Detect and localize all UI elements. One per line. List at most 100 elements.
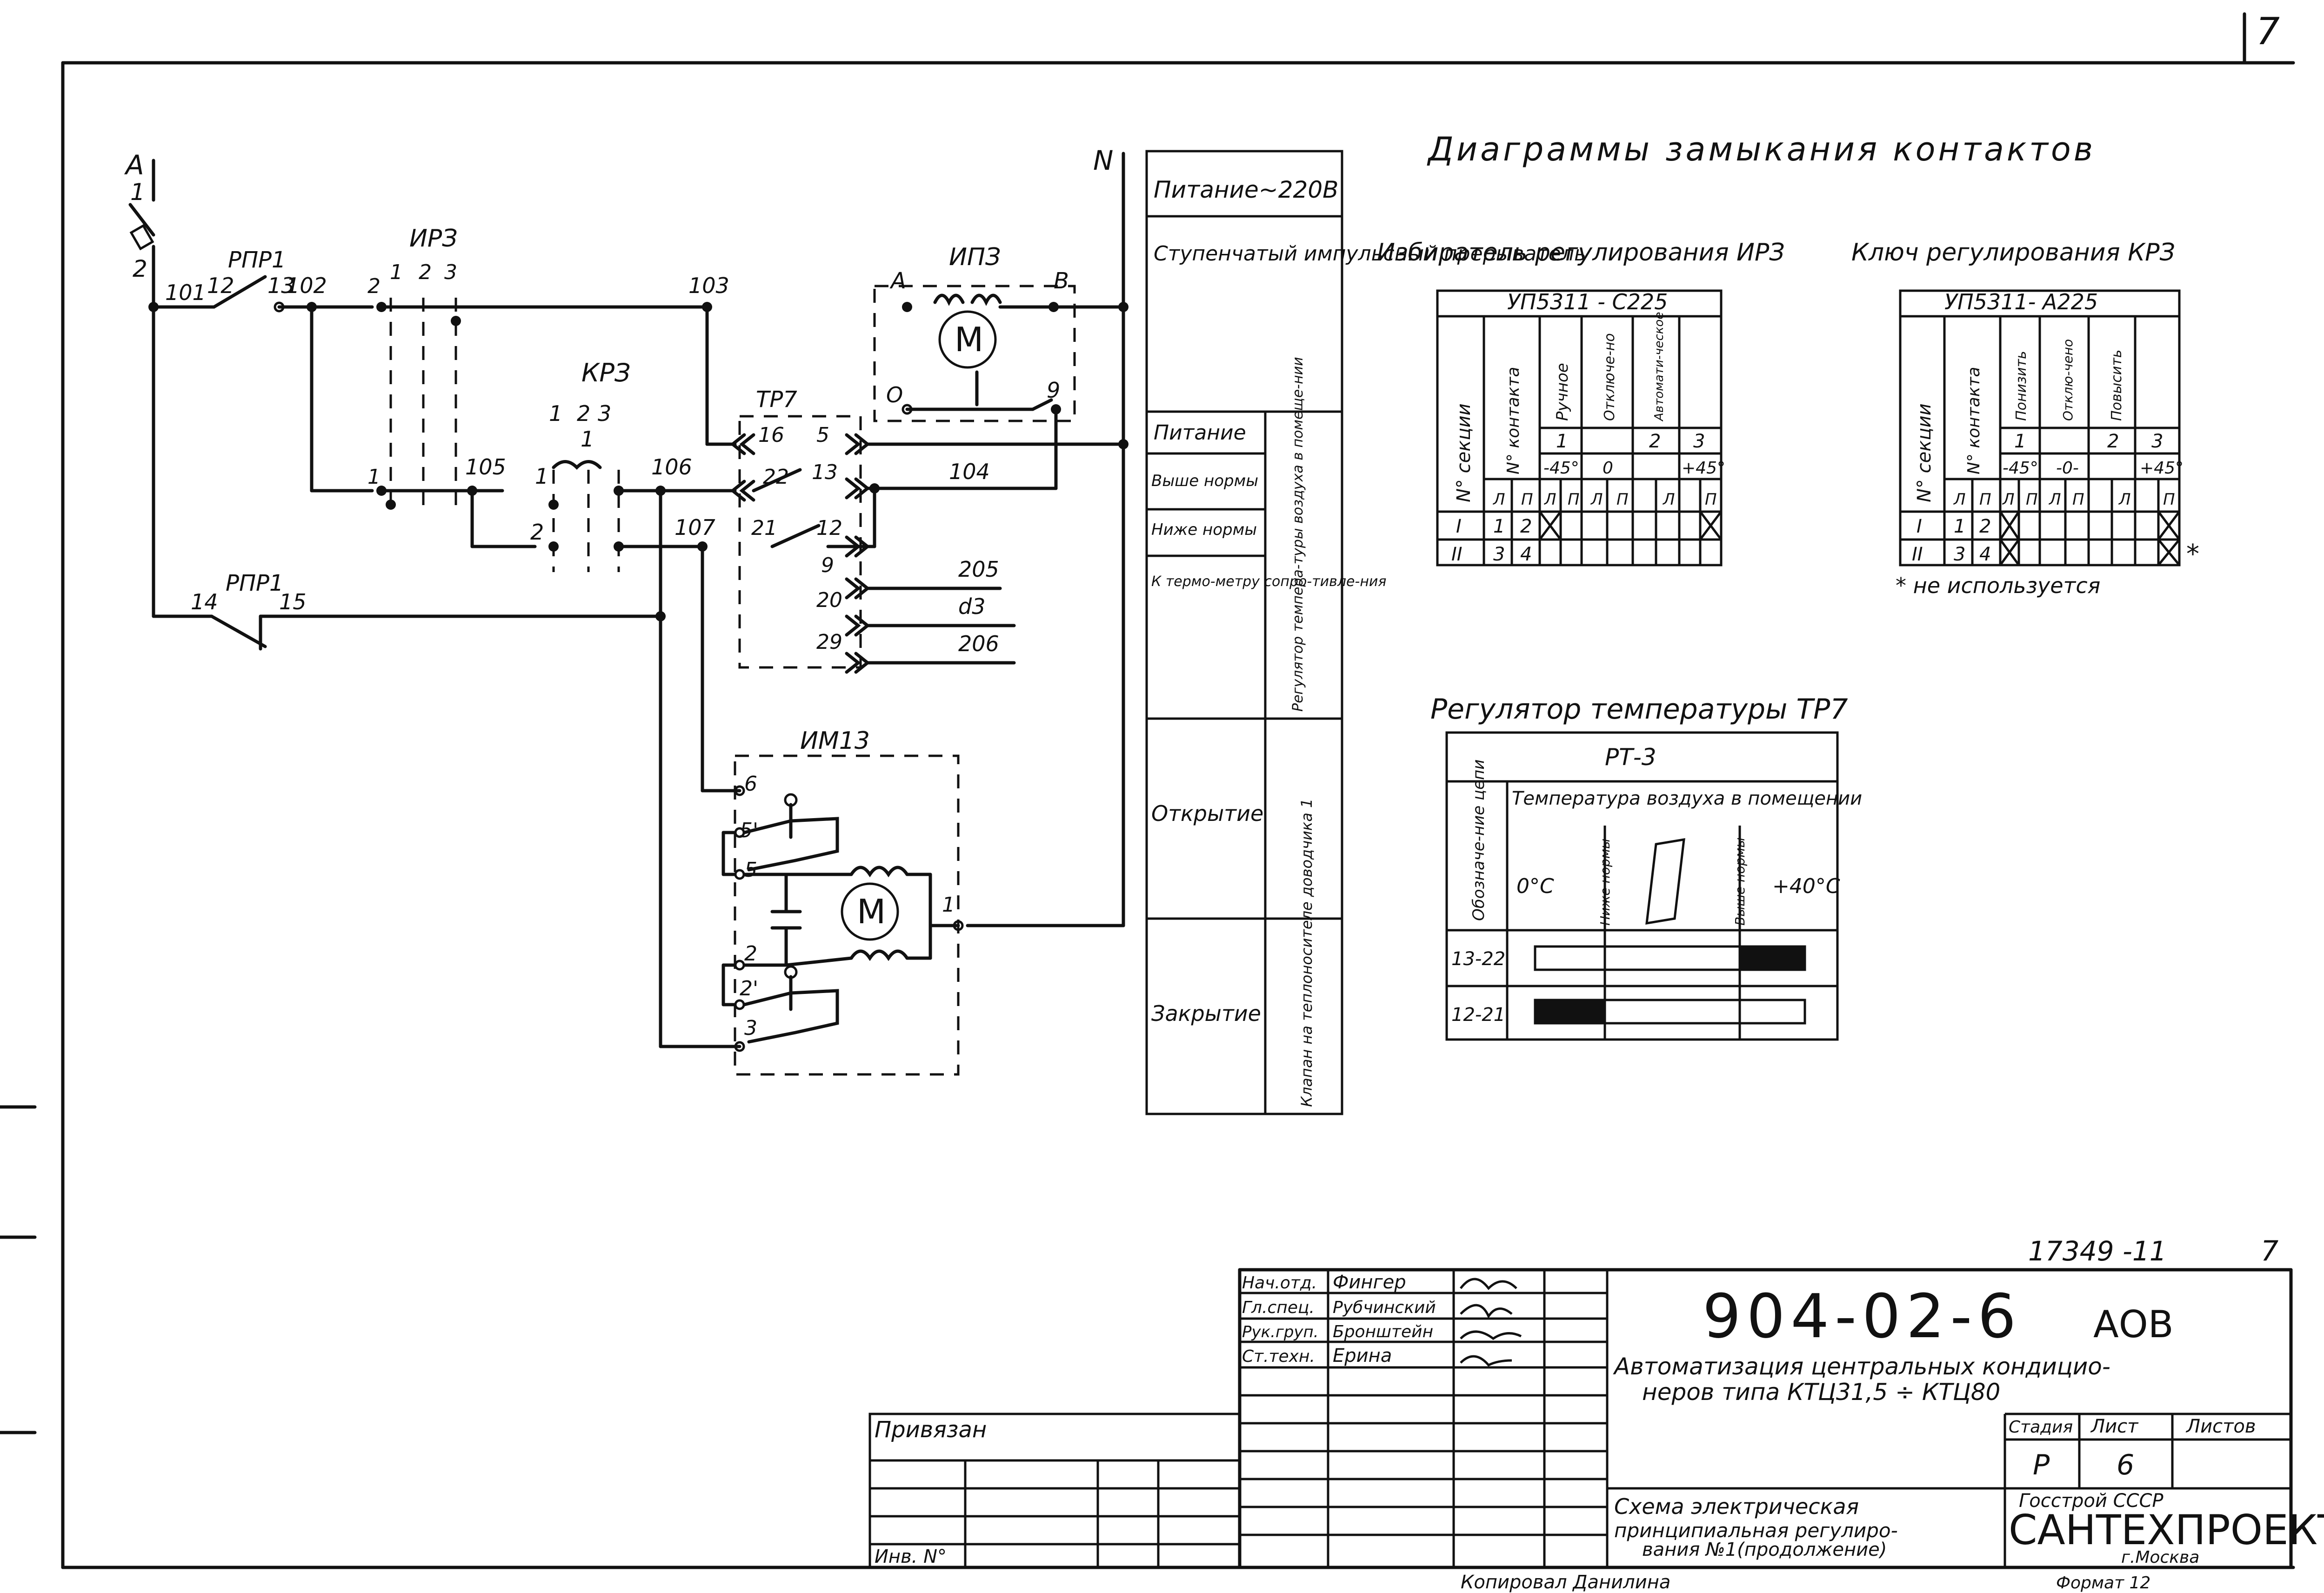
im13-label: ИМ13 [800, 727, 870, 755]
staff-role: Нач.отд. [1242, 1273, 1317, 1293]
irz-lp: Л [1662, 490, 1675, 509]
irz-table: УП5311 - С225 N° секции N° контакта Ручн… [1436, 289, 1725, 567]
rt3-type: РТ-3 [1605, 744, 1656, 771]
krz-table-title: Ключ регулирования КРЗ [1851, 239, 2175, 267]
func-open: Открытие [1151, 801, 1263, 826]
wire-206: 206 [958, 631, 999, 656]
irz-lp: П [1616, 490, 1629, 509]
func-power: Питание [1154, 421, 1246, 445]
wire-d3: d3 [958, 594, 985, 619]
stage-label: Стадия [2009, 1418, 2073, 1437]
phase-number: 1 [130, 179, 145, 206]
irz-col-section: N° секции [1453, 403, 1475, 502]
krz-lp: Л [2048, 490, 2061, 509]
rt3-col-circuit: Обозначе-ние цепи [1469, 760, 1488, 921]
im13-pin: 2 [744, 942, 757, 966]
krz-pos: 1 [2014, 431, 2026, 452]
irz-mode: Ручное [1553, 363, 1572, 421]
irz-pos: 1 [1556, 431, 1568, 452]
irz-lp: П [1568, 490, 1580, 509]
irz-lp: П [1705, 490, 1717, 509]
im13-pin: 3 [744, 1016, 757, 1040]
krz-lp: П [2072, 490, 2084, 509]
sheets-label: Листов [2185, 1416, 2256, 1437]
format-label: Формат 12 [2056, 1573, 2150, 1593]
irz-lp: П [1521, 490, 1533, 509]
krz-row-p: 2 [1979, 516, 1991, 537]
staff-name: Рубчинский [1333, 1298, 1436, 1317]
tp7-pin: 12 [816, 516, 842, 540]
rt3-table: РТ-3 Обозначе-ние цепи Температура возду… [1445, 731, 1862, 1041]
wire-106: 106 [651, 454, 692, 480]
tp7-pin: 16 [758, 423, 784, 447]
krz-pin: 1 [549, 401, 562, 426]
staff-name: Бронштейн [1333, 1322, 1433, 1341]
krz-note: * не используется [1896, 573, 2100, 598]
irz-row-l: 1 [1493, 516, 1505, 537]
wire-104: 104 [949, 459, 990, 484]
irz-row-section: I [1456, 516, 1462, 537]
signature-1 [1460, 1278, 1517, 1290]
krz-angle: -45° [2003, 459, 2038, 478]
phase-label: А [124, 149, 144, 181]
wire-205: 205 [958, 557, 999, 582]
wire-107: 107 [674, 515, 715, 540]
irz-angle: 0 [1603, 459, 1613, 478]
rt3-bar-below [1535, 1000, 1605, 1023]
doc-ref: 17349 -11 [2028, 1235, 2167, 1267]
contact-diagrams: Диаграммы замыкания контактов Избиратель… [1377, 130, 2199, 1041]
staff-role: Гл.спец. [1242, 1298, 1315, 1317]
func-thermometer: К термо-метру сопро-тивле-ния [1151, 573, 1386, 590]
krz-row-l: 3 [1954, 544, 1965, 565]
krz-row-l: 1 [1954, 516, 1965, 537]
irz-pin: 1 [390, 260, 403, 284]
im13-pin: 2' [740, 977, 758, 1000]
org-name: САНТЕХПРОЕКТ [2009, 1506, 2324, 1554]
irz-type: УП5311 - С225 [1507, 289, 1668, 314]
function-column: Питание~220В Ступенчатый импульсный прер… [1145, 150, 1586, 1115]
krz-lp: П [2163, 490, 2175, 509]
ipz-label: ИПЗ [949, 243, 1001, 271]
irz-pin: 2 [367, 274, 381, 298]
signature-3 [1460, 1330, 1522, 1340]
krz-pin: 2 [577, 401, 590, 426]
sheet-title-3: вания №1(продолжение) [1642, 1539, 1887, 1560]
irz-row-p: 4 [1520, 544, 1532, 565]
func-close: Закрытие [1151, 1001, 1261, 1026]
irz-label: ИРЗ [409, 225, 458, 253]
krz-lp: Л [2118, 490, 2131, 509]
irz-lp: Л [1492, 490, 1505, 509]
rt3-row-label: 13-22 [1451, 948, 1505, 970]
ipz-o: О [886, 382, 903, 407]
sheet-value: 6 [2117, 1449, 2134, 1481]
sheet-corner-number: 7 [2256, 10, 2280, 53]
krz-mode: Повысить [2109, 350, 2125, 421]
irz-pin: 3 [444, 260, 457, 284]
krz-label: КРЗ [581, 358, 631, 387]
rt3-row-label: 12-21 [1451, 1004, 1505, 1026]
diagrams-title: Диаграммы замыкания контактов [1427, 130, 2096, 168]
rt3-header: Температура воздуха в помещении [1512, 788, 1862, 809]
tp7-pin: 5 [816, 423, 829, 447]
rt3-max: +40°С [1772, 874, 1840, 898]
tp7-pin: 20 [816, 588, 842, 612]
func-power-220: Питание~220В [1154, 176, 1338, 203]
staff-name: Ерина [1333, 1345, 1392, 1366]
sheet-title-2: принципиальная регулиро- [1614, 1519, 1898, 1542]
krz-lp: Л [1953, 490, 1966, 509]
irz-row-section: II [1451, 544, 1463, 565]
inv-label: Инв. N° [875, 1546, 947, 1567]
krz-col-contact: N° контакта [1964, 367, 1983, 475]
staff-name: Фингер [1333, 1272, 1406, 1293]
stage-value: Р [2033, 1449, 2050, 1481]
krz-star: * [2186, 539, 2199, 569]
func-valve: Клапан на теплоносителе доводчика 1 [1298, 799, 1316, 1107]
rt3-above: Выше нормы [1732, 837, 1748, 926]
rt3-bar-above [1740, 946, 1805, 970]
ipz-a: А [889, 268, 906, 294]
project-code: 904-02-6 [1703, 1281, 2022, 1352]
ipz-motor-symbol: M [955, 320, 983, 359]
im13-pin: 6 [744, 772, 757, 796]
irz-pos: 2 [1649, 431, 1661, 452]
